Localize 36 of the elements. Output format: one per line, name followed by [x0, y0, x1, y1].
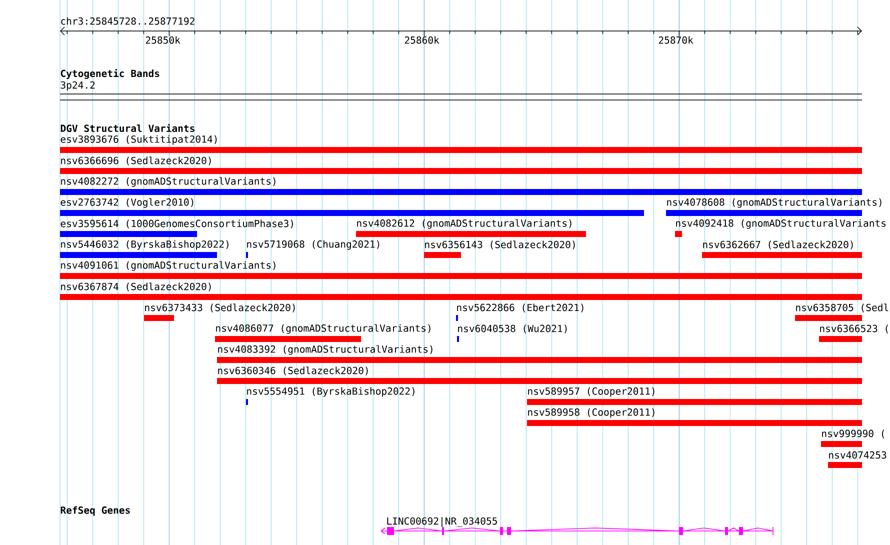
axis-label: 25860k: [404, 36, 440, 44]
variant-label: nsv6367874 (Sedlazeck2020): [61, 282, 211, 292]
variant-label: nsv5719068 (Chuang2021): [247, 240, 380, 250]
axis-label: 25850k: [146, 36, 180, 44]
variant-label: nsv4091061 (gnomADStructuralVariants): [61, 261, 276, 271]
variant-label: nsv4082612 (gnomADStructuralVariants): [357, 219, 572, 229]
variant-label: nsv6356143 (Sedlazeck2020): [425, 240, 575, 250]
variant-label: esv3893676 (Suktitipat2014): [60, 135, 217, 145]
variant-label: nsv4082272 (gnomADStructuralVariants): [61, 177, 276, 187]
variant-label: nsv999990 (: [822, 430, 884, 438]
variant-label: nsv4078608 (gnomADStructuralVariants): [667, 198, 882, 208]
variant-label: nsv589957 (Cooper2011): [528, 387, 654, 397]
variant-label: nsv6358705 (Sedl: [796, 304, 888, 312]
variant-label: esv3595614 (1000GenomesConsortiumPhase3): [60, 220, 293, 228]
variant-label: nsv589958 (Cooper2011): [528, 408, 654, 418]
track-title: RefSeq Genes: [60, 506, 130, 516]
variant-label: esv2763742 (Vogler2010): [60, 198, 194, 208]
variant-label: nsv4092418 (gnomADStructuralVariants: [676, 219, 886, 229]
variant-label: nsv6362667 (Sedlazeck2020): [703, 240, 853, 250]
variant-label: nsv5554951 (ByrskaBishop2022): [247, 387, 414, 397]
axis-label: chr3:25845728..25877192: [61, 17, 194, 25]
variant-label: nsv6040538 (Wu2021): [458, 324, 567, 334]
track-title: DGV Structural Variants: [60, 124, 194, 132]
variant-label: nsv4083392 (gnomADStructuralVariants): [218, 345, 432, 355]
axis-label: 3p24.2: [60, 81, 95, 91]
axis-label: 25870k: [658, 36, 694, 44]
track-title: Cytogenetic Bands: [60, 69, 160, 79]
variant-label: nsv4086077 (gnomADStructuralVariants): [216, 324, 430, 334]
variant-label: nsv6366523 (: [820, 324, 888, 334]
variant-label: nsv5622866 (Ebert2021): [457, 304, 584, 312]
variant-label: nsv6360346 (Sedlazeck2020): [218, 366, 368, 376]
variant-label: nsv5446032 (ByrskaBishop2022): [61, 240, 228, 250]
variant-label: nsv6373433 (Sedlazeck2020): [145, 304, 295, 312]
variant-label: nsv4074253: [829, 451, 886, 459]
variant-label: nsv6366696 (Sedlazeck2020): [61, 156, 211, 166]
gene-label: LINC00692|NR_034055: [387, 517, 497, 527]
